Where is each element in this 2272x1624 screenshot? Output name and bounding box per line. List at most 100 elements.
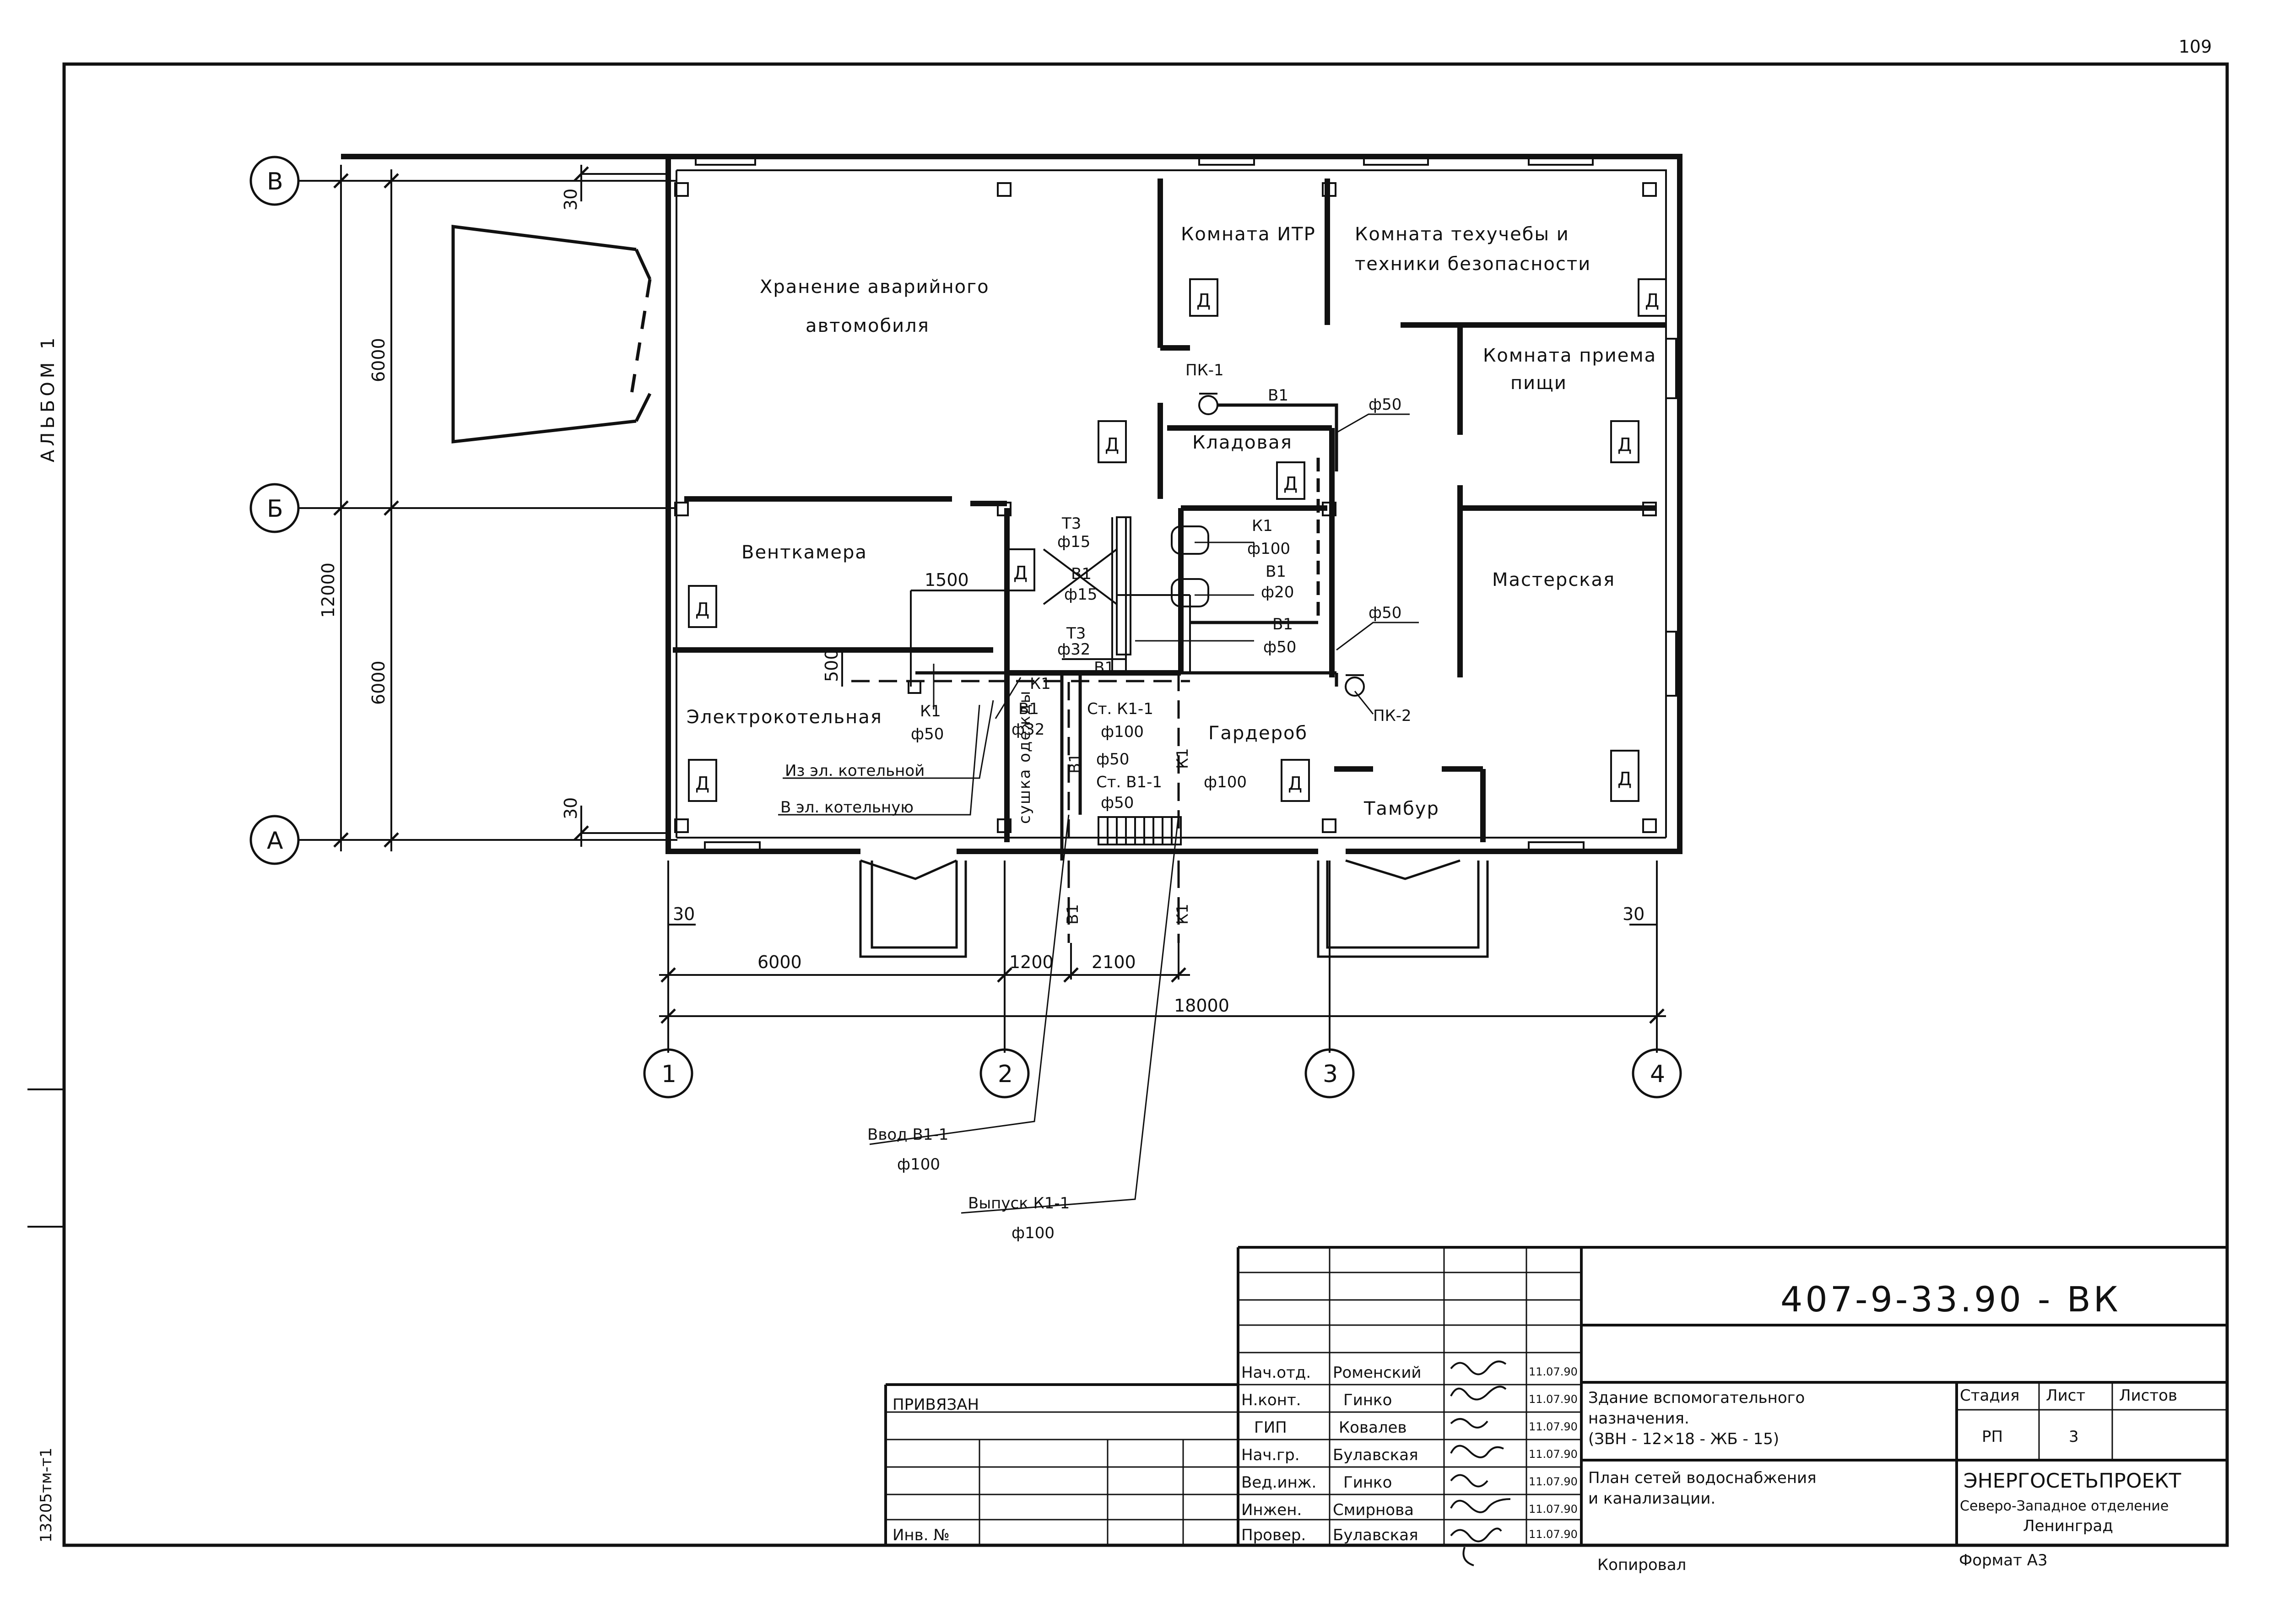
pipe-label-k1-riser: К1 [1252,517,1273,535]
pipe-label-phi50-st-b1: ф50 [1096,750,1129,769]
side-code-label: 13205тм-т1 [37,1448,55,1543]
role-5: Инжен. [1241,1501,1302,1519]
copied-label: Копировал [1597,1556,1686,1574]
leader-lines [778,413,1419,1214]
pipe-label-from-boiler: Из эл. котельной [785,762,925,780]
room-drying: сушка одежды [1016,690,1034,824]
signatures [1450,1360,1511,1566]
d-mark-boxes [688,278,1667,802]
format-label: Формат А3 [1959,1551,2048,1570]
role-3: Нач.гр. [1241,1446,1300,1464]
hydrant-symbols [1198,393,1365,697]
dim-30-bottom: 30 [561,797,581,819]
d-mark-itr: Д [1196,290,1212,311]
pipe-label-phi50-inner: ф50 [1263,638,1296,656]
album-side-label: АЛЬБОМ 1 [38,334,59,462]
dim-6000-lower: 6000 [368,660,389,705]
name-0: Роменский [1333,1364,1422,1382]
pipe-label-k1-external: К1 [1174,904,1192,925]
sheets-header: Листов [2119,1386,2177,1405]
building-line1: Здание вспомогательного [1588,1389,1805,1407]
role-1: Н.конт. [1241,1391,1301,1409]
name-3: Булавская [1333,1446,1418,1464]
room-tech-line2: техники безопасности [1355,254,1591,275]
pipe-label-phi32-drying: ф32 [1012,720,1044,739]
room-food-line1: Комната приема [1483,345,1656,366]
room-workshop: Мастерская [1492,569,1615,590]
pipe-label-phi15-b1: ф15 [1064,585,1097,604]
pipe-label-b1-drying: В1 [1018,700,1039,718]
d-mark-garage: Д [1105,434,1120,455]
dim-6000-horizontal: 6000 [757,952,802,972]
hydrant-pk2-label: ПК-2 [1373,707,1412,725]
pipe-label-phi100-wardrobe: ф100 [1204,773,1247,791]
room-vent: Венткамера [741,542,867,563]
pipe-label-b1-phi15: В1 [1071,565,1092,583]
stage-value: РП [1982,1428,2003,1446]
name-6: Булавская [1333,1526,1418,1544]
role-4: Вед.инж. [1241,1473,1316,1492]
name-2: Ковалев [1339,1418,1407,1437]
org-name: ЭНЕРГОСЕТЬПРОЕКТ [1964,1469,2181,1493]
dim-1500: 1500 [925,570,969,590]
pipe-label-phi20: ф20 [1261,583,1294,601]
dim-6000-upper: 6000 [368,338,389,382]
input-b1-1-diameter: ф100 [897,1155,940,1174]
axis-label-a: А [267,827,283,855]
garage-gate [451,225,652,444]
hydrant-pk1-label: ПК-1 [1185,361,1224,379]
room-itr: Комната ИТР [1181,224,1316,245]
columns [674,182,1657,833]
date-6: 11.07.90 [1529,1528,1578,1541]
pipe-label-b1-phi50: В1 [1272,615,1293,633]
sheet-value: 3 [2069,1428,2079,1446]
date-1: 11.07.90 [1529,1393,1578,1406]
org-branch: Северо-Западное отделение [1960,1498,2169,1514]
outer-walls [341,154,1682,854]
pipe-label-k1-wardrobe: К1 [1174,748,1192,769]
pipe-label-phi50-right: ф50 [1369,604,1401,622]
date-0: 11.07.90 [1529,1365,1578,1378]
room-vestibule: Тамбур [1363,798,1439,819]
dim-1200: 1200 [1009,952,1054,972]
pipe-label-b1-horizontal: В1 [1094,659,1114,677]
org-city: Ленинград [2023,1517,2113,1535]
room-storage-line2: автомобиля [806,315,930,336]
d-mark-tech: Д [1645,290,1660,311]
pipe-risers-lines [1062,517,1191,673]
d-mark-food: Д [1617,434,1633,455]
pipe-label-phi32-t3: ф32 [1057,640,1090,659]
sheet-title-line2: и канализации. [1588,1489,1715,1508]
pipe-label-phi50-boiler: ф50 [911,725,944,743]
pipe-label-phi100-riser: ф100 [1247,540,1290,558]
pipe-label-st-b1-1: Ст. В1-1 [1096,773,1162,791]
d-mark-workshop: Д [1617,769,1633,790]
entrance-porches [859,859,1489,958]
stage-header: Стадия [1960,1386,2019,1405]
axis-label-4: 4 [1650,1061,1665,1088]
dim-12000: 12000 [318,563,338,618]
pipe-network [778,393,1419,1214]
input-b1-1-label: Ввод В1-1 [867,1126,948,1144]
date-3: 11.07.90 [1529,1448,1578,1461]
pipe-label-phi50-st-b1-bottom: ф50 [1101,794,1134,812]
name-4: Гинко [1343,1473,1392,1492]
dim-30-left: 30 [673,904,695,924]
pipe-label-t3-phi32: Т3 [1066,624,1086,643]
pipe-label-st-k1-1: Ст. К1-1 [1087,700,1153,718]
role-0: Нач.отд. [1241,1364,1311,1382]
name-1: Гинко [1343,1391,1392,1409]
room-pantry: Кладовая [1192,432,1293,453]
pipe-label-t3: Т3 [1061,514,1081,533]
title-block [884,1246,2227,1566]
pipe-label-to-boiler: В эл. котельную [780,798,914,817]
name-5: Смирнова [1333,1501,1414,1519]
sheet-title-line1: План сетей водоснабжения [1588,1469,1817,1487]
pipe-label-phi100-st-k1: ф100 [1101,723,1144,741]
page-number: 109 [2179,37,2212,57]
date-5: 11.07.90 [1529,1503,1578,1516]
dim-500: 500 [822,649,842,682]
building-line3: (ЗВН - 12×18 - ЖБ - 15) [1588,1430,1779,1448]
axis-label-1: 1 [661,1061,676,1088]
